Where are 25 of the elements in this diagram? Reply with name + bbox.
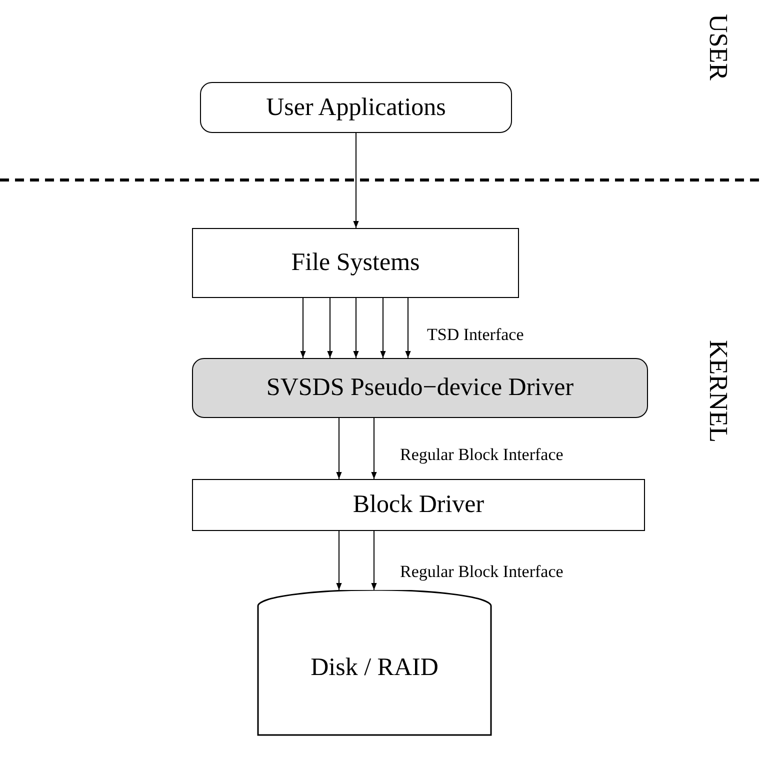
- layer-box: [192, 228, 519, 298]
- arrow: [336, 530, 342, 590]
- box-label: SVSDS Pseudo−device Driver: [266, 374, 574, 402]
- layer-box: [192, 479, 645, 531]
- edge-label: TSD Interface: [427, 325, 524, 345]
- arrow: [371, 418, 377, 480]
- box-label: Disk / RAID: [310, 654, 438, 682]
- arrow: [371, 530, 377, 590]
- edge-label: Regular Block Interface: [400, 445, 564, 465]
- arrow: [336, 418, 342, 480]
- box-label: Block Driver: [352, 491, 484, 519]
- box-label: User Applications: [266, 94, 446, 122]
- arrow: [327, 298, 333, 358]
- box-label: File Systems: [291, 249, 420, 277]
- arrow: [405, 298, 411, 358]
- layer-label: KERNEL: [703, 340, 733, 443]
- arrow: [300, 298, 306, 358]
- edge-label: Regular Block Interface: [400, 562, 564, 582]
- layer-box: [200, 82, 512, 133]
- arrow: [353, 298, 359, 358]
- layer-box: [192, 358, 648, 418]
- arrow: [353, 132, 359, 228]
- disk-cylinder: [257, 590, 492, 736]
- layer-label: USER: [703, 14, 733, 80]
- arrow: [380, 298, 386, 358]
